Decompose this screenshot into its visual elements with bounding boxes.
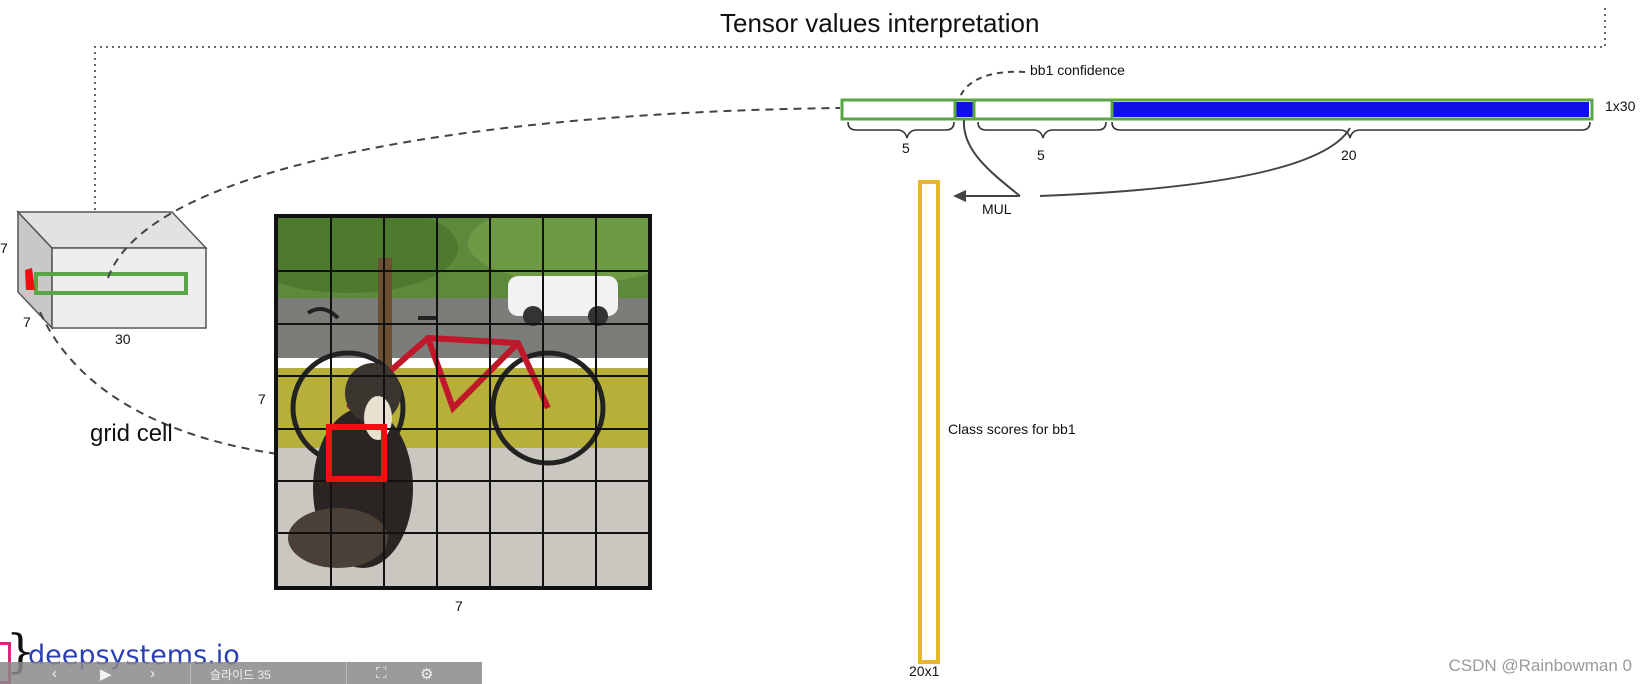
bb1-confidence-cell xyxy=(955,102,974,117)
mul-arrow-head xyxy=(953,190,966,202)
grid-overlay xyxy=(278,218,648,586)
grid-cell-connector xyxy=(39,311,279,455)
prev-icon[interactable]: ‹ xyxy=(52,665,57,682)
class-to-mul-line xyxy=(1039,127,1351,197)
gear-icon[interactable]: ⚙ xyxy=(420,666,434,683)
confidence-connector xyxy=(957,70,1026,105)
mul-label: MUL xyxy=(982,201,1012,217)
title-bracket-line xyxy=(94,5,1606,210)
grid-cell-label: grid cell xyxy=(90,420,173,447)
column-dim-label: 20x1 xyxy=(909,663,940,679)
cube-front-face xyxy=(51,247,207,329)
vector-dim-label: 1x30 xyxy=(1605,98,1636,114)
class-prob-cells xyxy=(1113,102,1589,117)
brace-20 xyxy=(1111,121,1591,139)
player-controls: ‹ ▶ › 슬라이드 35 ⛶ ⚙ xyxy=(0,662,482,684)
grid-rows-label: 7 xyxy=(258,391,266,407)
seg-b-label: 5 xyxy=(1037,147,1045,163)
brace-second-5 xyxy=(977,121,1107,139)
input-photo-illustration xyxy=(278,218,648,586)
play-icon[interactable]: ▶ xyxy=(100,666,112,683)
bb1-confidence-label: bb1 confidence xyxy=(1030,62,1125,78)
confidence-to-mul-line xyxy=(962,119,1021,197)
cube-cell-highlight xyxy=(34,272,188,295)
slide-label: 슬라이드 35 xyxy=(210,668,271,682)
class-scores-label: Class scores for bb1 xyxy=(948,421,1076,437)
vector-connector xyxy=(107,107,841,279)
cube-depth-label: 7 xyxy=(23,314,31,330)
class-scores-column xyxy=(918,180,940,664)
grid-cols-label: 7 xyxy=(455,598,463,614)
cube-width-label: 30 xyxy=(115,331,131,347)
brace-first-5 xyxy=(847,121,955,139)
input-image xyxy=(274,214,652,590)
watermark: CSDN @Rainbowman 0 xyxy=(1448,656,1632,675)
next-icon[interactable]: › xyxy=(150,665,155,682)
cube-top-face xyxy=(16,211,208,249)
fullscreen-icon[interactable]: ⛶ xyxy=(376,665,387,682)
seg-a-label: 5 xyxy=(902,140,910,156)
grid-cell-highlight xyxy=(326,424,387,482)
seg-c-label: 20 xyxy=(1341,147,1357,163)
cube-red-cell xyxy=(25,268,35,290)
cube-height-label: 7 xyxy=(0,240,8,256)
diagram-title: Tensor values interpretation xyxy=(720,8,1040,38)
